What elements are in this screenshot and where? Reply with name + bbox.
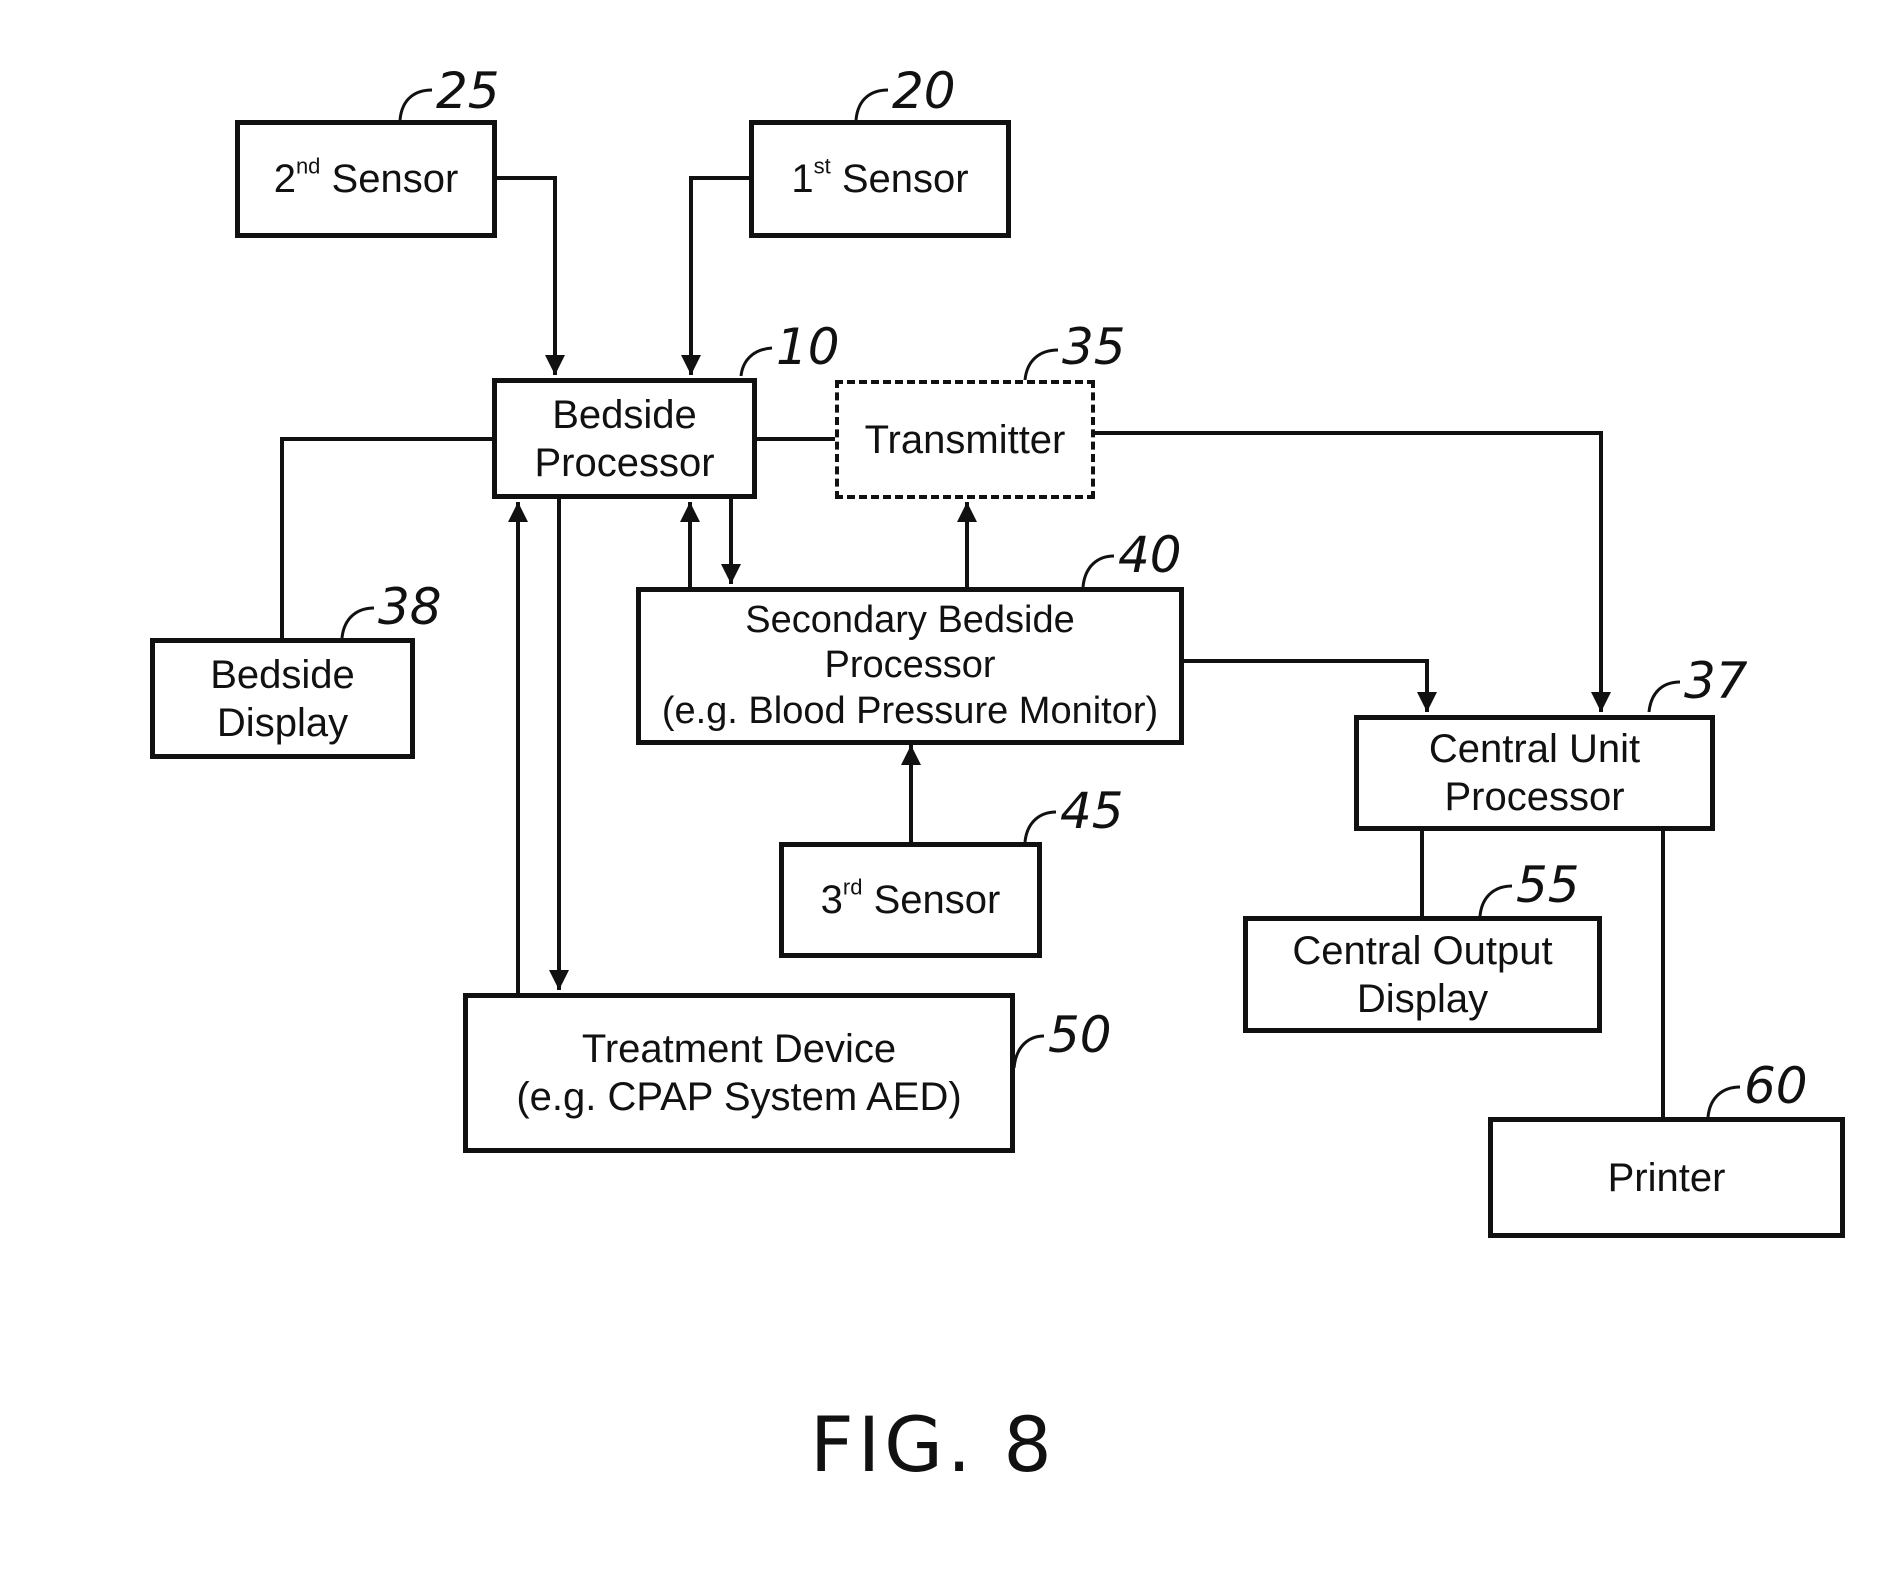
figure-label: FIG. 8 (810, 1400, 1056, 1489)
ref-number-60: 60 (1744, 1061, 1808, 1111)
transmitter-label: Transmitter (865, 416, 1066, 464)
bedside-processor-box: Bedside Processor (492, 378, 757, 499)
leader-10 (741, 348, 772, 376)
third-sensor-ordinal-suffix: rd (843, 874, 863, 899)
third-sensor-ordinal: 3 (821, 878, 843, 922)
treatment-device-box: Treatment Device (e.g. CPAP System AED) (463, 993, 1015, 1153)
leader-37 (1649, 682, 1680, 712)
second-sensor-box: 2nd Sensor (235, 120, 497, 238)
central-unit-processor-box: Central Unit Processor (1354, 715, 1715, 831)
first-sensor-label: Sensor (842, 157, 969, 201)
ref-number-38: 38 (378, 582, 442, 632)
secondary-processor-line3: (e.g. Blood Pressure Monitor) (662, 689, 1158, 735)
secondary-processor-line1: Secondary Bedside (745, 598, 1075, 644)
leader-50 (1014, 1036, 1044, 1068)
leader-60 (1708, 1087, 1740, 1117)
ref-number-37: 37 (1684, 656, 1748, 706)
second-sensor-label: Sensor (332, 157, 459, 201)
bedside-display-line1: Bedside (210, 651, 355, 699)
central-output-line1: Central Output (1292, 927, 1552, 975)
central-output-display-box: Central Output Display (1243, 916, 1602, 1033)
first-sensor-ordinal: 1 (791, 157, 813, 201)
bedside-display-line2: Display (217, 699, 348, 747)
ref-number-45: 45 (1060, 786, 1124, 836)
second-sensor-ordinal: 2 (274, 157, 296, 201)
ref-number-25: 25 (436, 66, 500, 116)
ref-number-10: 10 (776, 322, 840, 372)
ref-number-40: 40 (1118, 530, 1182, 580)
leader-25 (400, 90, 432, 120)
secondary-bedside-processor-box: Secondary Bedside Processor (e.g. Blood … (636, 587, 1184, 745)
central-unit-line1: Central Unit (1429, 725, 1640, 773)
third-sensor-box: 3rd Sensor (779, 842, 1042, 958)
leader-45 (1025, 812, 1056, 842)
connector-sensor1-to-bedside (691, 178, 749, 375)
connector-secondary-to-central (1181, 661, 1427, 712)
ref-number-20: 20 (892, 66, 956, 116)
ref-number-50: 50 (1048, 1010, 1112, 1060)
bedside-display-box: Bedside Display (150, 638, 415, 759)
first-sensor-ordinal-suffix: st (814, 153, 831, 178)
leader-55 (1480, 886, 1512, 916)
ref-number-55: 55 (1516, 860, 1580, 910)
central-unit-line2: Processor (1444, 773, 1624, 821)
third-sensor-label: Sensor (874, 878, 1001, 922)
first-sensor-box: 1st Sensor (749, 120, 1011, 238)
printer-box: Printer (1488, 1117, 1845, 1238)
leader-40 (1083, 556, 1114, 587)
connector-sensor2-to-bedside (497, 178, 555, 375)
treatment-device-line1: Treatment Device (582, 1025, 896, 1073)
treatment-device-line2: (e.g. CPAP System AED) (516, 1073, 961, 1121)
ref-number-35: 35 (1062, 322, 1126, 372)
central-output-line2: Display (1357, 975, 1488, 1023)
leader-38 (342, 608, 374, 638)
transmitter-box: Transmitter (835, 380, 1095, 499)
bedside-processor-line2: Processor (534, 439, 714, 487)
printer-label: Printer (1608, 1154, 1726, 1202)
secondary-processor-line2: Processor (824, 643, 995, 689)
leader-35 (1025, 350, 1058, 380)
bedside-processor-line1: Bedside (552, 391, 697, 439)
leader-20 (856, 90, 888, 120)
second-sensor-ordinal-suffix: nd (296, 153, 320, 178)
